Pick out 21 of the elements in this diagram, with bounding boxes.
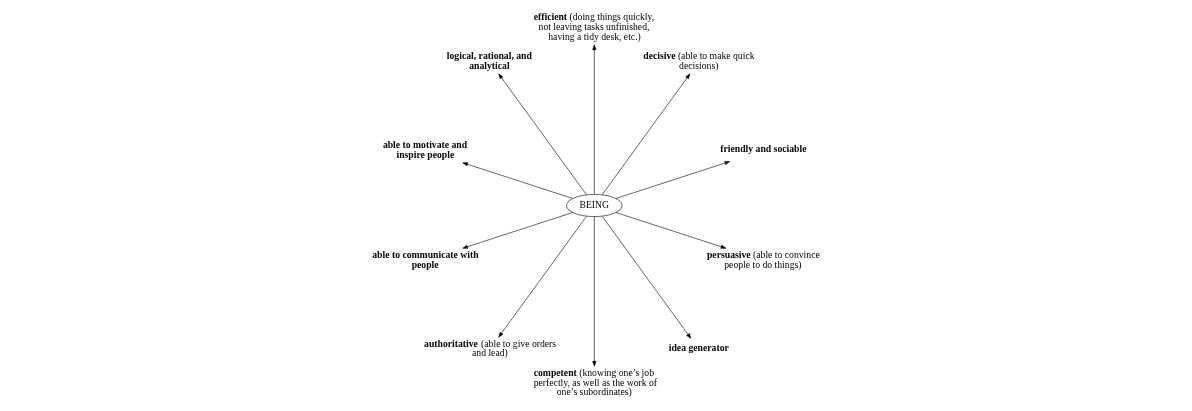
arrow <box>615 212 727 249</box>
arrow <box>498 73 587 195</box>
arrow <box>592 216 597 367</box>
node-text: persuasive (able to convince people to do things) <box>707 248 820 270</box>
node-text: able to motivate and inspire people <box>382 139 468 160</box>
node-ellipse: BEING <box>566 194 623 217</box>
node-text: competent (knowing one’s job perfectly, as well as the work of one’s subordinates) <box>533 366 658 398</box>
node-text: efficient (doing things quickly, not leaving tasks unfinished, having a tidy desk, etc.) <box>533 11 655 42</box>
node-text: decisive (able to make quick decisions) <box>643 50 755 71</box>
arrow <box>601 216 692 339</box>
arrow <box>592 44 597 195</box>
arrow <box>498 216 587 338</box>
arrow <box>601 73 691 195</box>
node-text: idea generator <box>668 341 729 353</box>
arrow <box>462 162 573 199</box>
node-text: friendly and sociable <box>720 143 807 155</box>
node-text: logical, rational, and analytical <box>446 50 532 71</box>
arrow <box>615 161 731 199</box>
node-text: authoritative (able to give orders and lead) <box>424 337 557 359</box>
node-text: able to communicate with people <box>372 248 479 270</box>
arrow <box>462 212 573 249</box>
